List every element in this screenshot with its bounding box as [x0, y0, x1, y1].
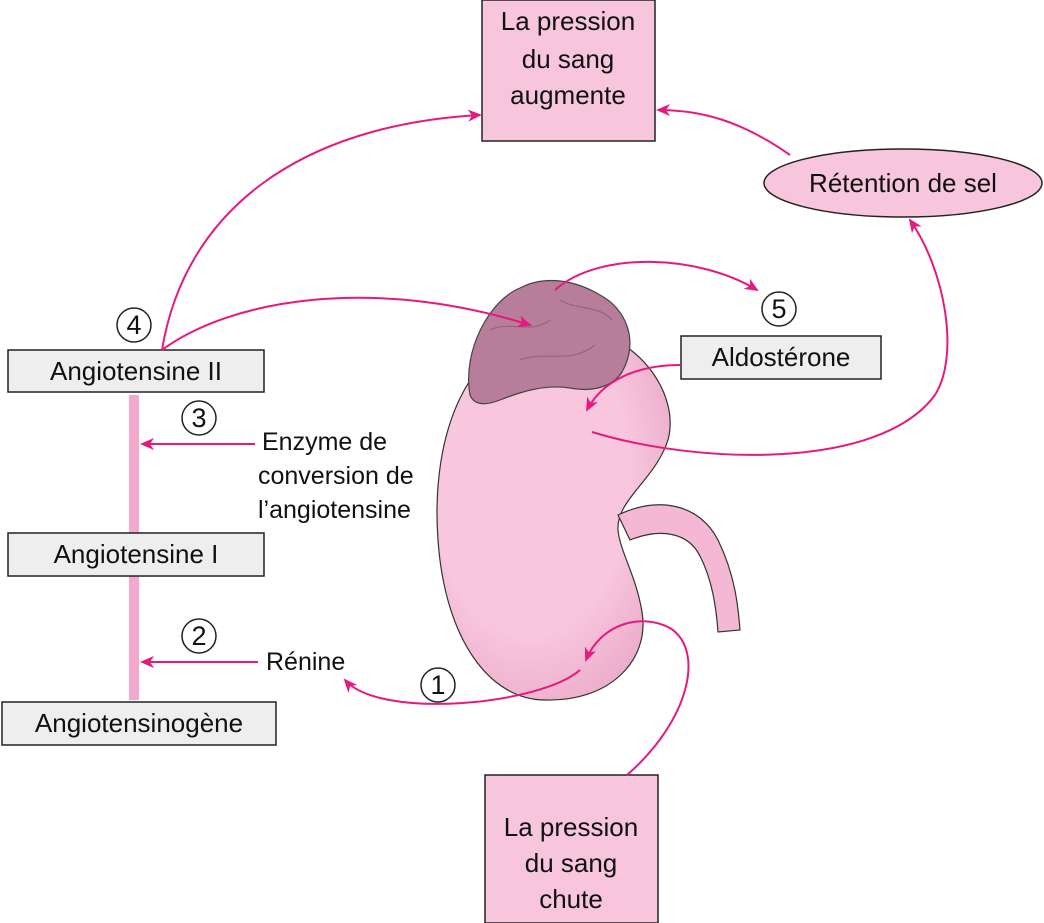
step-1-number: 1: [430, 670, 445, 700]
renin-label: Rénine: [266, 648, 345, 676]
arrow-ang2-to-pressure: [162, 115, 480, 350]
step-5-number: 5: [771, 294, 786, 324]
pressure-up-line3: augmente: [510, 80, 626, 110]
pressure-up-line1: La pression: [501, 6, 635, 36]
step-4-marker: 4: [117, 308, 151, 342]
aldosterone-label: Aldostérone: [712, 342, 851, 372]
pressure-down-line2: du sang: [525, 848, 618, 878]
ace-label-line1: Enzyme de: [262, 428, 387, 456]
step-3-marker: 3: [182, 401, 216, 435]
aldosterone-box: Aldostérone: [681, 336, 881, 379]
angiotensinogen-box: Angiotensinogène: [2, 702, 276, 745]
pressure-down-line3: chute: [539, 884, 603, 914]
ace-label-line2: conversion de: [258, 462, 414, 490]
adrenal-gland-illustration: [469, 281, 630, 404]
pressure-up-box: La pression du sang augmente: [482, 0, 655, 141]
step-1-marker: 1: [421, 668, 455, 702]
salt-retention-label: Rétention de sel: [809, 168, 997, 198]
angiotensin-ii-label: Angiotensine II: [50, 356, 222, 386]
step-4-number: 4: [126, 310, 141, 340]
angiotensinogen-label: Angiotensinogène: [35, 708, 243, 738]
pressure-down-box: La pression du sang chute: [485, 775, 658, 923]
salt-retention-ellipse: Rétention de sel: [764, 149, 1042, 217]
arrow-adrenal-to-aldosterone: [555, 262, 757, 290]
angiotensin-i-label: Angiotensine I: [54, 539, 219, 569]
step-5-marker: 5: [762, 292, 796, 326]
pressure-down-line1: La pression: [504, 812, 638, 842]
arrow-salt-to-pressure: [658, 110, 790, 155]
angiotensin-ii-box: Angiotensine II: [8, 350, 264, 392]
pressure-up-line2: du sang: [522, 44, 615, 74]
ace-label-line3: l’angiotensine: [258, 496, 411, 524]
step-3-number: 3: [191, 403, 206, 433]
step-2-marker: 2: [182, 619, 216, 653]
step-2-number: 2: [191, 621, 206, 651]
angiotensin-i-box: Angiotensine I: [8, 533, 264, 576]
